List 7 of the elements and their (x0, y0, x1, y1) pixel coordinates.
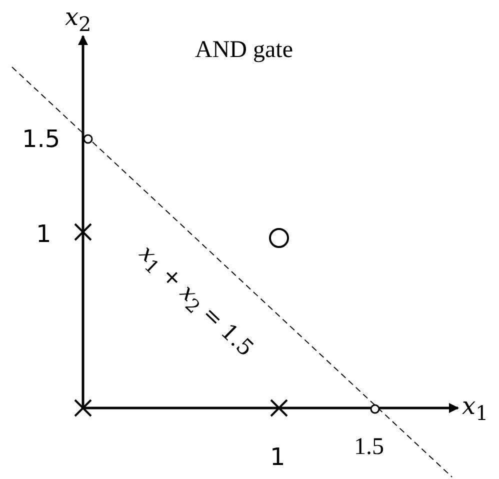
tick-label: 1.5 (22, 127, 60, 151)
axis-label: x$_{2}$ (65, 5, 92, 34)
tick-label: 1 (36, 222, 52, 246)
tick-label: 1.5 (354, 435, 384, 459)
tick-label: 1 (270, 445, 286, 469)
chart-title: AND gate (195, 38, 293, 62)
axis-label: x$_{1}$ (462, 394, 488, 423)
